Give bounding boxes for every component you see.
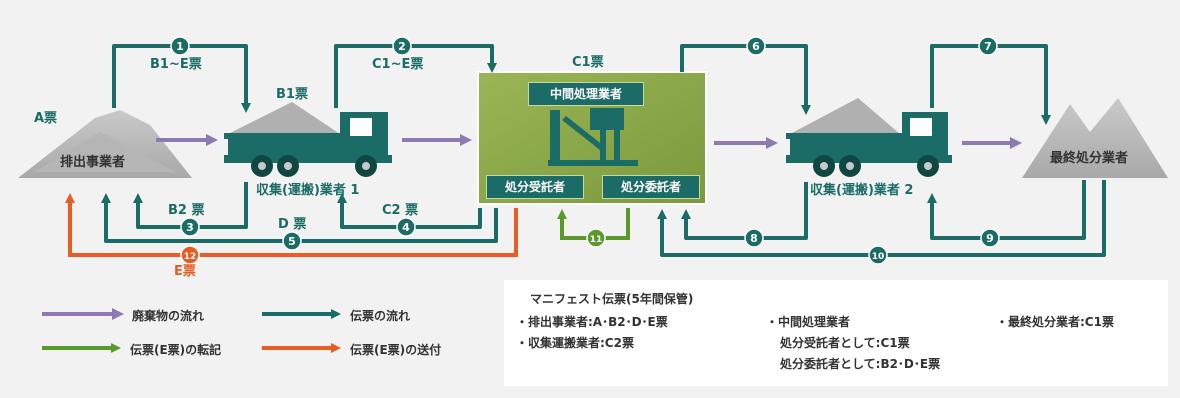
step-marker-12: 12 bbox=[180, 245, 200, 265]
c2-slip-label: C2 票 bbox=[382, 203, 419, 218]
step-number: 8 bbox=[750, 232, 758, 245]
step-number: 6 bbox=[752, 40, 760, 53]
c1e-slip-label: C1~E票 bbox=[372, 57, 424, 72]
step-number: 2 bbox=[398, 40, 406, 53]
step-number: 3 bbox=[186, 221, 194, 234]
step-marker-2: 2 bbox=[392, 36, 412, 56]
b2-slip-label: B2 票 bbox=[168, 203, 205, 218]
disposal-truster-box: 処分委託者 bbox=[602, 175, 700, 199]
step-number: 9 bbox=[986, 232, 994, 245]
note-collector: ・収集運搬業者:C2票 bbox=[516, 336, 634, 350]
legend-transfer: 伝票(E票)の転記 bbox=[130, 343, 222, 357]
a-slip-label: A票 bbox=[34, 111, 58, 126]
step-marker-1: 1 bbox=[170, 36, 190, 56]
waste-flow-arrows bbox=[156, 134, 1022, 149]
truck-2-icon bbox=[786, 98, 952, 177]
note-intermediate: ・中間処理業者 bbox=[766, 315, 851, 329]
note-as-truster: 処分委託者として:B2･D･E票 bbox=[780, 357, 941, 371]
step-marker-6: 6 bbox=[746, 36, 766, 56]
d-slip-label: D 票 bbox=[278, 217, 307, 232]
step-markers: 1 2 3 4 5 6 7 8 9 10 11 12 bbox=[170, 36, 1000, 265]
step-marker-5: 5 bbox=[282, 231, 302, 251]
disposal-trustee-box: 処分受託者 bbox=[486, 175, 584, 199]
legend-slip-flow: 伝票の流れ bbox=[350, 309, 411, 323]
notes-title: マニフェスト伝票(5年間保管) bbox=[530, 292, 694, 306]
note-final: ・最終処分業者:C1票 bbox=[996, 315, 1114, 329]
note-as-trustee: 処分受託者として:C1票 bbox=[780, 336, 910, 350]
step-marker-11: 11 bbox=[586, 228, 606, 248]
step-number: 4 bbox=[402, 221, 410, 234]
step-marker-7: 7 bbox=[978, 36, 998, 56]
step-number: 1 bbox=[176, 40, 184, 53]
step-number: 5 bbox=[288, 235, 296, 248]
step-number: 10 bbox=[872, 252, 885, 262]
intermediate-processor-box: 中間処理業者 bbox=[528, 82, 644, 106]
step-marker-4: 4 bbox=[396, 217, 416, 237]
step-number: 7 bbox=[984, 40, 992, 53]
legend-waste-flow: 廃棄物の流れ bbox=[132, 309, 205, 323]
truck-1-icon bbox=[224, 102, 392, 177]
step-marker-9: 9 bbox=[980, 228, 1000, 248]
final-disposal-label: 最終処分業者 bbox=[1050, 151, 1129, 166]
collector-2-label: 収集(運搬)業者 2 bbox=[810, 183, 914, 198]
note-emitter: ・排出事業者:A･B2･D･E票 bbox=[516, 315, 668, 329]
legend-send: 伝票(E票)の送付 bbox=[350, 343, 442, 357]
processing-machine-icon bbox=[548, 108, 638, 166]
step-marker-3: 3 bbox=[180, 217, 200, 237]
step-marker-8: 8 bbox=[744, 228, 764, 248]
b1-slip-label: B1票 bbox=[276, 87, 308, 102]
final-disposal-pile bbox=[1022, 98, 1168, 178]
emitter-label: 排出事業者 bbox=[60, 155, 126, 170]
step-number: 12 bbox=[184, 252, 197, 262]
emitter-pile bbox=[18, 110, 192, 178]
e-slip-label: E票 bbox=[174, 264, 196, 279]
manifest-storage-panel bbox=[504, 280, 1168, 386]
step-marker-10: 10 bbox=[868, 245, 888, 265]
step-number: 11 bbox=[590, 235, 603, 245]
b1e-slip-label: B1~E票 bbox=[150, 57, 202, 72]
legend-arrows bbox=[42, 308, 341, 353]
send-arrow bbox=[65, 193, 518, 257]
c1-slip-label: C1票 bbox=[572, 55, 604, 70]
collector-1-label: 収集(運搬)業者 1 bbox=[256, 183, 360, 198]
